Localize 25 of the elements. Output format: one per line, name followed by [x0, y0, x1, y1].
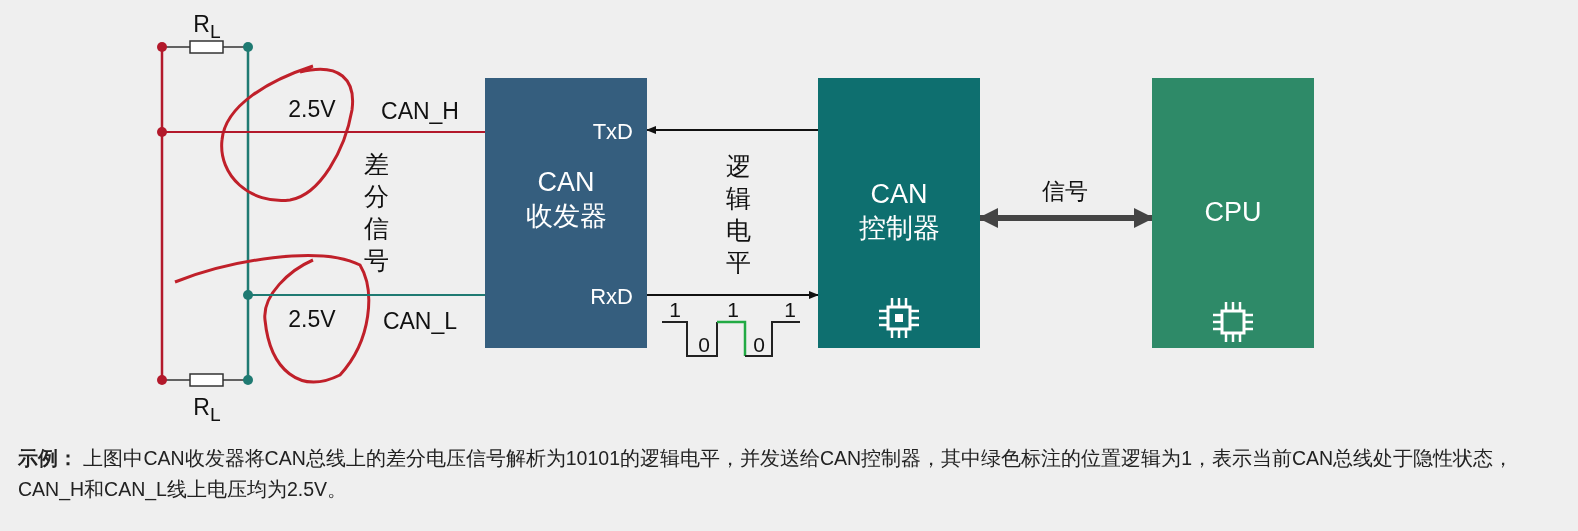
vertical-text: 逻辑电平 [725, 151, 752, 278]
resistor-label: R$_{L}$ [192, 396, 222, 424]
caption: 示例： 上图中CAN收发器将CAN总线上的差分电压信号解析为10101的逻辑电平，并发送给CAN控制器，其中绿色标注的位置逻辑为1，表示当前CAN总线处于隐性状态，CAN_H和CAN_L线上电压均为2.5V。 [18, 446, 1515, 503]
transceiver-box [485, 78, 647, 348]
vertical-text: 差分信号 [363, 149, 390, 276]
edge-label: CAN_H [380, 100, 460, 123]
cpu-box [1152, 78, 1314, 348]
voltage-label: 2.5V [287, 98, 337, 121]
box-title: CAN收发器 [525, 166, 607, 233]
box-title: CPU [1203, 196, 1263, 229]
bit-label: 0 [752, 334, 766, 355]
voltage-label: 2.5V [287, 308, 337, 331]
bus-line [243, 290, 486, 300]
arrow [646, 126, 819, 134]
controller-box [818, 78, 980, 348]
box-title: CAN控制器 [858, 178, 940, 245]
bit-label: 1 [726, 299, 740, 320]
bit-label: 0 [697, 334, 711, 355]
bit-label: 1 [668, 299, 682, 320]
port-label: RxD [590, 283, 633, 311]
bus-line [157, 127, 486, 137]
resistor-label: R$_{L}$ [192, 13, 222, 41]
bit-label: 1 [783, 299, 797, 320]
arrow [646, 291, 819, 299]
port-label: TxD [592, 118, 633, 146]
